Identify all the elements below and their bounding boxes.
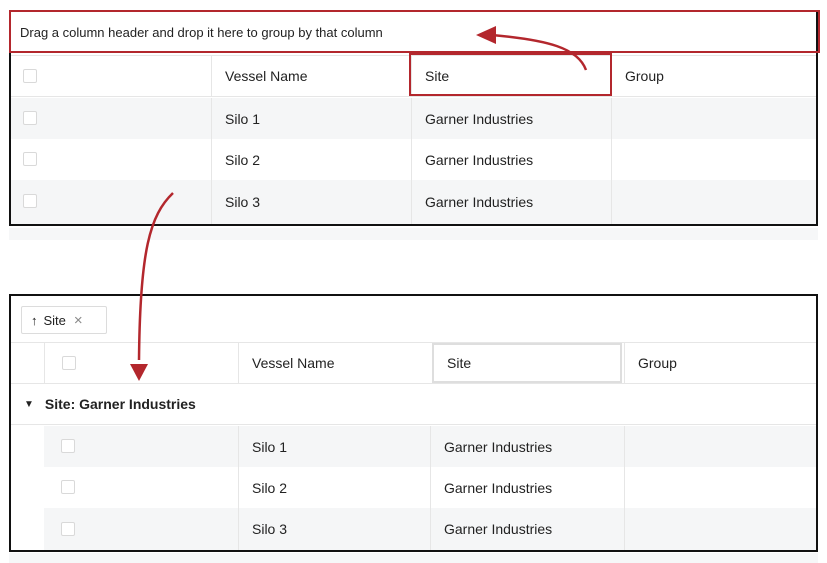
select-all-checkbox[interactable] (23, 69, 37, 83)
group-row-site[interactable]: ▼ Site: Garner Industries (11, 384, 816, 425)
vessel-name-cell: Silo 1 (238, 426, 430, 467)
group-panel[interactable]: Drag a column header and drop it here to… (11, 12, 816, 56)
row-checkbox[interactable] (61, 522, 75, 536)
group-panel-hint: Drag a column header and drop it here to… (20, 25, 383, 40)
group-cell (611, 139, 816, 180)
select-all-checkbox[interactable] (62, 356, 76, 370)
column-header-site[interactable]: Site (432, 343, 622, 383)
row-select-cell[interactable] (44, 467, 238, 508)
site-header-highlight (409, 53, 612, 96)
table-row[interactable]: Silo 1 Garner Industries (11, 98, 816, 139)
table-row[interactable]: Silo 1 Garner Industries (44, 426, 816, 467)
vessel-name-cell: Silo 1 (211, 98, 411, 139)
row-select-cell[interactable] (44, 508, 238, 550)
row-select-cell[interactable] (11, 180, 211, 224)
table-row[interactable]: Silo 2 Garner Industries (44, 467, 816, 508)
column-header-group[interactable]: Group (624, 343, 816, 383)
row-select-cell[interactable] (11, 98, 211, 139)
group-chip-site[interactable]: ↑ Site × (21, 306, 107, 334)
column-header-vessel-name[interactable]: Vessel Name (238, 343, 430, 383)
site-cell: Garner Industries (430, 467, 624, 508)
row-checkbox[interactable] (61, 480, 75, 494)
vessel-name-cell: Silo 3 (211, 180, 411, 224)
group-cell (611, 98, 816, 139)
sort-ascending-icon[interactable]: ↑ (31, 312, 38, 328)
row-checkbox[interactable] (61, 439, 75, 453)
expand-toggle-icon[interactable]: ▼ (24, 398, 34, 410)
column-header-vessel-name[interactable]: Vessel Name (211, 56, 411, 96)
header-row: Vessel Name Site Group (11, 343, 816, 384)
table-row[interactable]: Silo 3 Garner Industries (44, 508, 816, 550)
site-cell: Garner Industries (411, 98, 611, 139)
grid-after-grouping: ↑ Site × Vessel Name Site Group ▼ Site: … (9, 294, 818, 552)
grid-shadow (9, 228, 818, 240)
group-row-label: Site: Garner Industries (44, 396, 196, 412)
column-header-group[interactable]: Group (611, 56, 816, 96)
row-select-cell[interactable] (44, 426, 238, 467)
group-panel-highlight (9, 10, 820, 53)
group-cell (611, 180, 816, 224)
vessel-name-cell: Silo 2 (238, 467, 430, 508)
group-chip-label: Site (43, 312, 66, 328)
remove-group-icon[interactable]: × (73, 311, 83, 329)
row-select-cell[interactable] (11, 139, 211, 180)
grid-before-grouping: Drag a column header and drop it here to… (9, 10, 818, 226)
site-cell: Garner Industries (411, 139, 611, 180)
grid-shadow (9, 553, 818, 563)
vessel-name-cell: Silo 2 (211, 139, 411, 180)
table-row[interactable]: Silo 3 Garner Industries (11, 180, 816, 224)
group-cell (624, 508, 816, 550)
group-cell (624, 426, 816, 467)
site-cell: Garner Industries (430, 508, 624, 550)
select-all-cell[interactable] (11, 56, 211, 96)
group-cell (624, 467, 816, 508)
row-checkbox[interactable] (23, 194, 37, 208)
select-all-cell[interactable] (44, 343, 238, 383)
site-cell: Garner Industries (411, 180, 611, 224)
table-row[interactable]: Silo 2 Garner Industries (11, 139, 816, 180)
group-row-content: ▼ Site: Garner Industries (24, 384, 624, 424)
site-cell: Garner Industries (430, 426, 624, 467)
group-indent-cell (11, 343, 44, 383)
group-panel[interactable]: ↑ Site × (11, 296, 816, 343)
vessel-name-cell: Silo 3 (238, 508, 430, 550)
column-header-site[interactable]: Site (411, 56, 611, 96)
row-checkbox[interactable] (23, 111, 37, 125)
row-checkbox[interactable] (23, 152, 37, 166)
